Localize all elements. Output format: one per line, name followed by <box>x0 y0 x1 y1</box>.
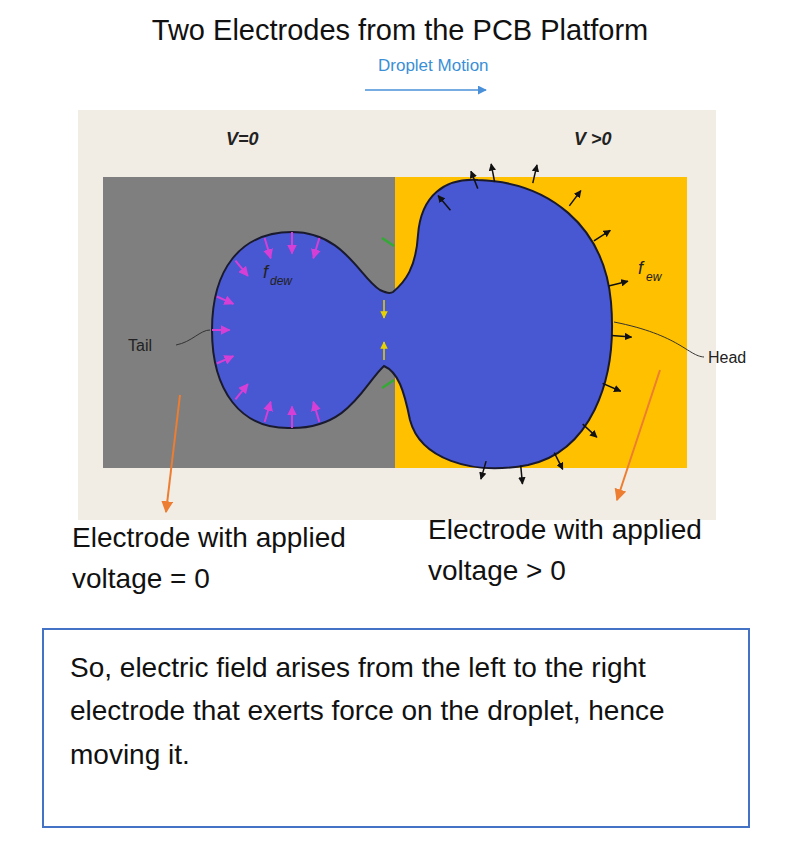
motion-arrow <box>365 89 486 91</box>
electrowetting-arrow <box>438 196 450 211</box>
caption-box: So, electric field arises from the left … <box>42 628 750 828</box>
electrowetting-arrow <box>554 453 562 470</box>
force-symbol: f <box>263 262 268 284</box>
electrowetting-arrow <box>533 165 537 183</box>
neck-arrow <box>383 300 385 318</box>
electrowetting-arrow <box>521 465 523 484</box>
electrowetting-arrow <box>481 461 486 479</box>
head-leader <box>614 322 704 357</box>
electrowetting-arrow <box>471 171 478 188</box>
dewetting-arrow <box>313 402 319 422</box>
leader-arrow <box>166 395 180 512</box>
head-label: Head <box>708 348 746 367</box>
caption-text: So, electric field arises from the left … <box>70 646 722 776</box>
electrode-label: Electrode with applied voltage = 0 <box>72 518 412 599</box>
tail-leader <box>176 330 210 345</box>
electrowetting-arrow <box>609 281 628 286</box>
dewetting-arrow <box>235 384 247 399</box>
force-subscript: ew <box>646 270 661 284</box>
electrowetting-arrow <box>583 424 597 437</box>
force-subscript: dew <box>270 274 292 288</box>
electrowetting-arrow <box>594 230 610 241</box>
leader-arrow <box>617 370 660 500</box>
dewetting-arrow <box>291 232 293 254</box>
contact-mark <box>382 380 394 388</box>
dewetting-arrow <box>235 261 247 276</box>
dewetting-arrow <box>217 296 234 303</box>
motion-label: Droplet Motion <box>378 56 489 76</box>
dewetting-arrow <box>265 402 271 422</box>
voltage-label: V=0 <box>226 129 259 151</box>
contact-mark <box>382 238 394 246</box>
dewetting-arrow <box>291 406 293 428</box>
dewetting-arrow <box>313 238 319 258</box>
title: Two Electrodes from the PCB Platform <box>0 14 800 47</box>
force-arrows <box>212 164 632 484</box>
electrowetting-arrow <box>603 383 621 391</box>
platform-panel <box>78 110 716 520</box>
dewetting-arrow <box>212 329 230 331</box>
voltage-label: V >0 <box>574 129 612 151</box>
dewetting-arrow <box>217 356 234 363</box>
electrowetting-arrow <box>612 335 632 337</box>
electrowetting-arrow <box>491 164 494 182</box>
droplet <box>212 180 612 468</box>
electrode-label: Electrode with applied voltage > 0 <box>428 510 748 591</box>
neck-arrow <box>383 342 385 360</box>
electrowetting-arrow <box>569 191 580 206</box>
tail-label: Tail <box>128 336 152 355</box>
dewetting-arrow <box>265 238 271 258</box>
force-symbol: f <box>638 258 643 280</box>
